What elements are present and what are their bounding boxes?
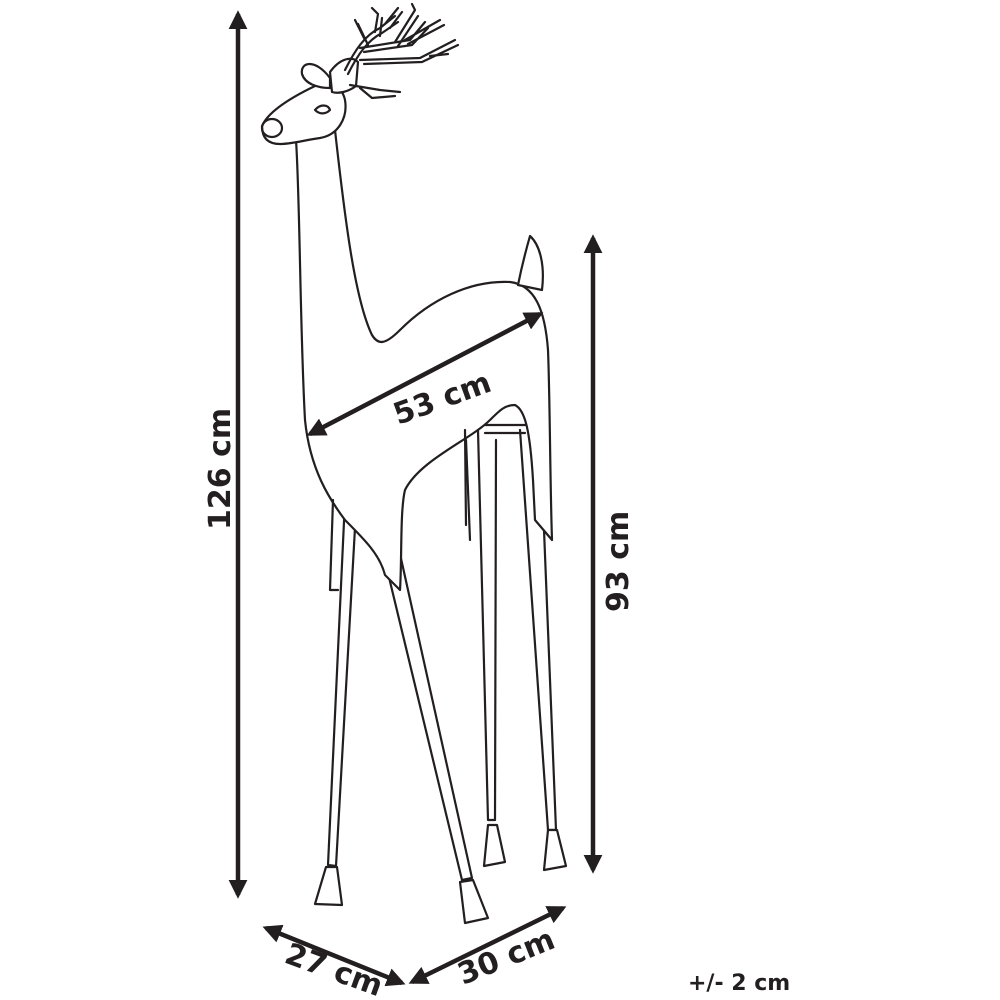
antlers-icon — [343, 2, 460, 100]
width-label: 30 cm — [453, 922, 560, 992]
width-dimension-line — [408, 905, 567, 985]
reindeer-figure-icon — [260, 2, 568, 925]
depth-label: 27 cm — [280, 937, 387, 1000]
body-length-dimension-line — [306, 312, 544, 436]
depth-dimension-line — [262, 924, 406, 987]
tolerance-label: +/- 2 cm — [688, 971, 790, 996]
height-body-label: 93 cm — [601, 511, 636, 612]
height-total-label: 126 cm — [203, 408, 238, 530]
